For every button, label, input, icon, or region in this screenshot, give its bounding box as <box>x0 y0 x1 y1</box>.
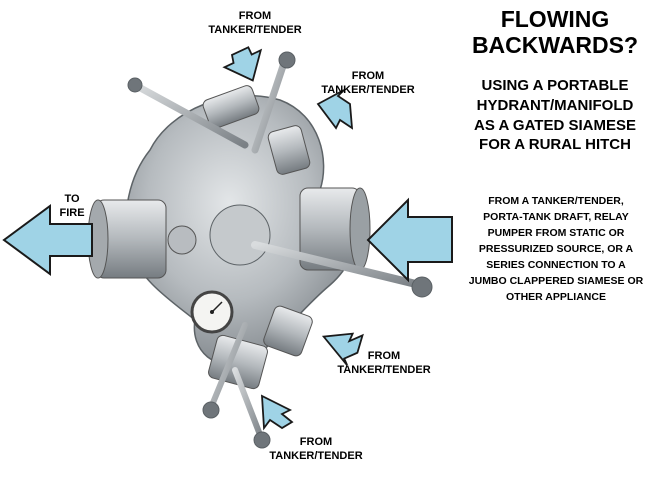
description-line: SERIES CONNECTION TO A <box>486 258 626 271</box>
label-line: TANKER/TENDER <box>269 449 363 462</box>
arrow-from-top-right <box>316 89 354 130</box>
label-line: TANKER/TENDER <box>208 23 302 36</box>
arrow-from-top-left <box>222 46 263 82</box>
label-inlet-bottom-right: FROM TANKER/TENDER <box>334 350 434 378</box>
valve-handles <box>127 51 433 449</box>
subtitle-line: AS A GATED SIAMESE <box>474 116 636 134</box>
subtitle-line: FOR A RURAL HITCH <box>479 136 631 154</box>
label-line: TANKER/TENDER <box>321 83 415 96</box>
arrow-to-fire <box>2 204 93 276</box>
description-line: OTHER APPLIANCE <box>506 290 606 303</box>
arrow-from-right <box>366 197 453 283</box>
description-block: FROM A TANKER/TENDER, PORTA-TANK DRAFT, … <box>462 194 650 306</box>
subtitle-line: USING A PORTABLE <box>481 77 629 94</box>
description-line: PUMPER FROM STATIC OR <box>487 226 625 239</box>
description-line: JUMBO CLAPPERED SIAMESE OR <box>468 274 644 287</box>
subtitle-line: HYDRANT/MANIFOLD <box>476 96 634 114</box>
pressure-gauge <box>190 290 234 334</box>
description-line: PRESSURIZED SOURCE, OR A <box>478 242 634 255</box>
arrow-from-bottom-right <box>321 332 364 366</box>
label-inlet-top-right: FROM TANKER/TENDER <box>318 70 418 98</box>
description-line: FROM A TANKER/TENDER, <box>488 195 624 207</box>
label-line: TO <box>64 193 80 205</box>
label-inlet-bottom: FROM TANKER/TENDER <box>266 436 366 464</box>
arrow-from-bottom <box>261 394 294 431</box>
page-title: FLOWING BACKWARDS? <box>455 6 655 59</box>
title-line: BACKWARDS? <box>471 32 639 59</box>
label-line: FROM <box>351 70 385 82</box>
title-line: FLOWING <box>500 6 610 32</box>
label-line: FROM <box>299 436 333 448</box>
label-inlet-top-left: FROM TANKER/TENDER <box>205 10 305 38</box>
label-line: FIRE <box>59 206 85 219</box>
label-outlet-to-fire: TO FIRE <box>42 193 102 221</box>
subtitle: USING A PORTABLE HYDRANT/MANIFOLD AS A G… <box>455 76 655 155</box>
label-line: FROM <box>367 350 401 362</box>
description-line: PORTA-TANK DRAFT, RELAY <box>483 210 629 223</box>
manifold-body <box>87 85 371 390</box>
label-line: TANKER/TENDER <box>337 363 431 376</box>
label-line: FROM <box>238 10 272 22</box>
